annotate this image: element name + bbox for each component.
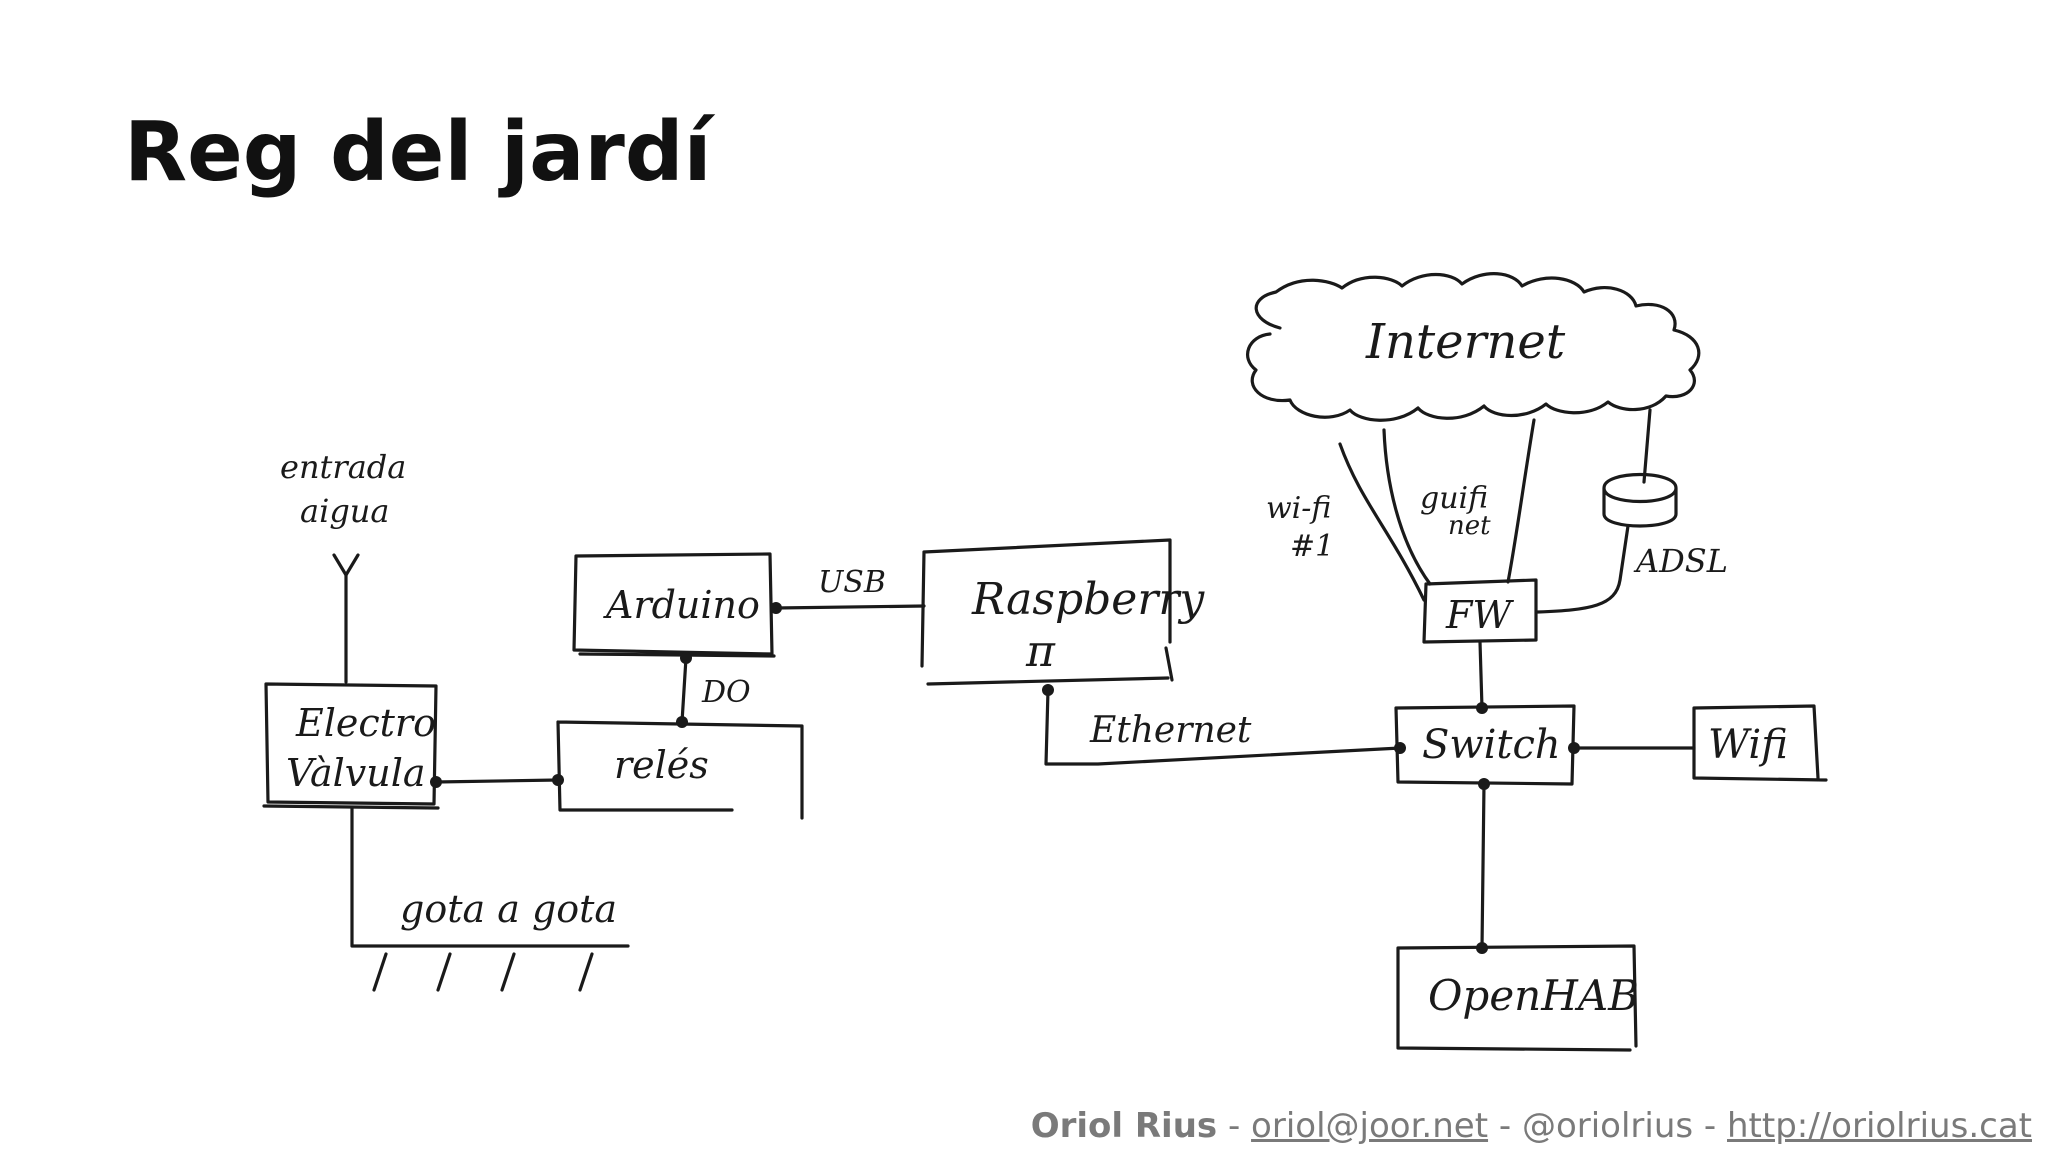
footer-email-link[interactable]: oriol@joor.net (1251, 1106, 1489, 1146)
drip-line: gota a gota (350, 806, 630, 992)
label-fw: FW (1445, 593, 1514, 637)
footer-separator: - (1693, 1106, 1727, 1146)
wire-arduino-raspberry-usb (774, 604, 926, 610)
label-valvula: Vàlvula (286, 751, 426, 795)
node-internet: Internet (1246, 272, 1701, 422)
wire-arduino-reles (680, 656, 688, 724)
inlet-arrow (332, 553, 360, 577)
label-wifi-1-a: wi-fi (1266, 491, 1331, 526)
wire-switch-openhab (1480, 782, 1486, 950)
label-wifi: Wifi (1708, 722, 1788, 768)
adsl-modem: ADSL (1602, 473, 1728, 580)
node-switch: Switch (1394, 704, 1576, 786)
wifi-box (1692, 704, 1828, 782)
footer-author: Oriol Rius (1030, 1106, 1218, 1146)
node-openhab: OpenHAB (1396, 944, 1639, 1052)
junction-dot (552, 774, 564, 786)
label-raspberry: Raspberry (971, 574, 1205, 625)
wire-internet-adsl (1642, 408, 1652, 484)
adsl-modem-shape (1602, 473, 1678, 528)
junction-dot (1476, 702, 1488, 714)
label-ethernet: Ethernet (1089, 710, 1252, 751)
label-electro: Electro (295, 701, 436, 745)
label-entrada: entrada (280, 448, 406, 486)
reles-box (556, 720, 804, 820)
wire-fw-switch (1478, 640, 1484, 710)
footer-website-link[interactable]: http://oriolrius.cat (1727, 1106, 2032, 1146)
junction-dot (1476, 942, 1488, 954)
junction-dot (676, 716, 688, 728)
wire-fw-internet-wifi (1338, 442, 1426, 602)
drip-pipe (350, 806, 630, 948)
junction-dot (770, 602, 782, 614)
footer-separator: - (1217, 1106, 1252, 1146)
node-arduino: Arduino (572, 552, 776, 658)
label-wifi-1-b: #1 (1290, 529, 1334, 564)
node-wifi-ap: Wifi (1692, 704, 1828, 782)
junction-dot (1568, 742, 1580, 754)
label-usb: USB (818, 565, 886, 600)
node-raspberry-pi: Raspberry π (920, 538, 1205, 686)
footer: Oriol Rius - oriol@joor.net - @oriolrius… (1031, 1106, 2032, 1146)
arduino-box (572, 552, 776, 658)
wire-raspberry-switch-ethernet (1044, 688, 1402, 766)
wire-adsl-fw (1536, 524, 1630, 614)
junctions (430, 602, 1580, 954)
wire-valvula-reles (434, 778, 560, 784)
node-reles: relés (556, 720, 804, 820)
label-aigua: aigua (300, 492, 389, 530)
label-adsl: ADSL (1633, 542, 1728, 580)
footer-separator: - (1488, 1106, 1522, 1146)
wire-fw-internet-guifi-a (1382, 428, 1432, 586)
raspberry-box (920, 538, 1174, 686)
wire-fw-internet-guifi-b (1506, 418, 1536, 584)
label-openhab: OpenHAB (1428, 971, 1639, 1020)
label-guifi-a: guifi (1420, 481, 1488, 516)
connections (434, 408, 1696, 950)
node-electrovalvula: Electro Vàlvula (262, 682, 440, 810)
drip-emitters (372, 952, 594, 992)
label-switch: Switch (1422, 722, 1561, 768)
internet-cloud (1246, 272, 1701, 422)
footer-handle: @oriolrius (1521, 1106, 1694, 1146)
label-internet: Internet (1365, 314, 1566, 370)
node-fw: FW (1422, 578, 1538, 644)
label-pi: π (1025, 626, 1056, 677)
junction-dot (1394, 742, 1406, 754)
water-inlet: entrada aigua (280, 448, 406, 684)
label-do: DO (701, 675, 751, 710)
fw-box (1422, 578, 1538, 644)
switch-box (1394, 704, 1576, 786)
link-labels: USB DO Ethernet wi-fi #1 guifi net (701, 481, 1491, 751)
slide-title: Reg del jardí (124, 105, 712, 200)
label-guifi-b: net (1448, 511, 1491, 541)
junction-dot (1042, 684, 1054, 696)
junction-dot (680, 652, 692, 664)
label-arduino: Arduino (603, 583, 760, 627)
label-gota-a-gota: gota a gota (400, 887, 617, 931)
junction-dot (430, 776, 442, 788)
junction-dot (1478, 778, 1490, 790)
label-reles: relés (614, 743, 709, 787)
